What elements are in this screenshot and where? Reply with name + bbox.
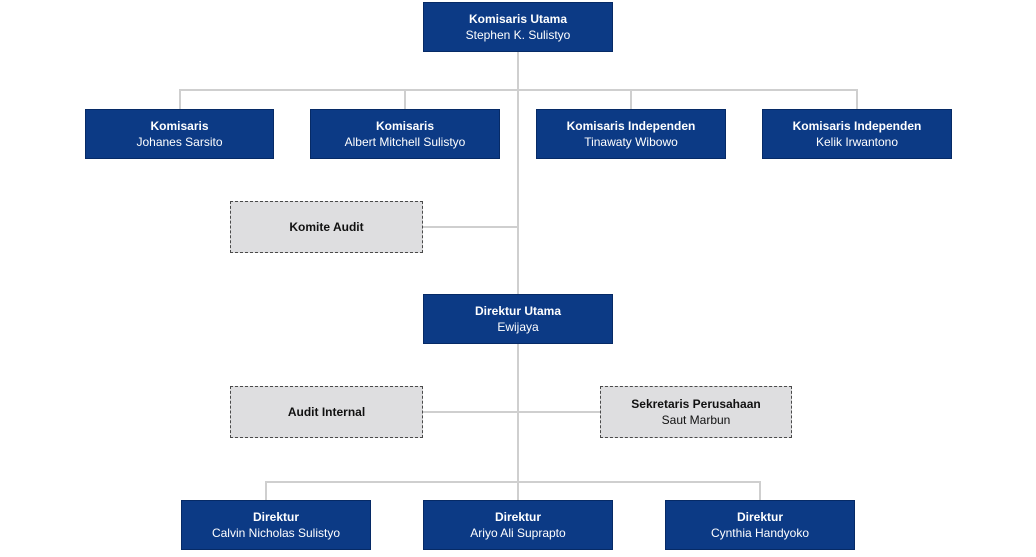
node-audit-internal: Audit Internal <box>230 386 423 438</box>
node-title: Audit Internal <box>287 405 366 419</box>
node-komisaris-1: Komisaris Johanes Sarsito <box>85 109 274 159</box>
node-komisaris-2: Komisaris Albert Mitchell Sulistyo <box>310 109 500 159</box>
node-direktur-1: Direktur Calvin Nicholas Sulistyo <box>181 500 371 550</box>
node-direktur-3: Direktur Cynthia Handyoko <box>665 500 855 550</box>
connector-direktur-1 <box>265 481 267 500</box>
node-sekretaris-perusahaan: Sekretaris Perusahaan Saut Marbun <box>600 386 792 438</box>
node-title: Direktur <box>494 510 541 524</box>
node-direktur-utama: Direktur Utama Ewijaya <box>423 294 613 344</box>
node-title: Direktur <box>252 510 299 524</box>
connector-main-trunk <box>517 51 519 500</box>
node-title: Sekretaris Perusahaan <box>631 397 761 411</box>
node-direktur-2: Direktur Ariyo Ali Suprapto <box>423 500 613 550</box>
node-name: Tinawaty Wibowo <box>584 135 678 149</box>
node-title: Komisaris Utama <box>468 12 568 26</box>
connector-komisaris-2 <box>404 89 406 109</box>
node-title: Direktur <box>736 510 783 524</box>
node-komisaris-independen-1: Komisaris Independen Tinawaty Wibowo <box>536 109 726 159</box>
node-komite-audit: Komite Audit <box>230 201 423 253</box>
node-name: Cynthia Handyoko <box>710 526 810 540</box>
node-name: Ewijaya <box>497 320 539 334</box>
node-name: Johanes Sarsito <box>136 135 223 149</box>
node-name: Saut Marbun <box>661 413 731 427</box>
node-title: Direktur Utama <box>474 304 562 318</box>
node-title: Komisaris Independen <box>566 119 696 133</box>
node-komisaris-independen-2: Komisaris Independen Kelik Irwantono <box>762 109 952 159</box>
node-title: Komisaris <box>150 119 209 133</box>
connector-komisaris-bus <box>179 89 858 91</box>
connector-direktur-3 <box>759 481 761 500</box>
node-name: Stephen K. Sulistyo <box>465 28 571 42</box>
connector-komisaris-1 <box>179 89 181 109</box>
connector-direktur-bus <box>265 481 761 483</box>
node-name: Albert Mitchell Sulistyo <box>344 135 466 149</box>
node-komisaris-utama: Komisaris Utama Stephen K. Sulistyo <box>423 2 613 52</box>
node-title: Komisaris <box>375 119 435 133</box>
node-name: Calvin Nicholas Sulistyo <box>211 526 341 540</box>
node-title: Komite Audit <box>289 220 364 234</box>
connector-komisaris-3 <box>630 89 632 109</box>
connector-support-units <box>422 411 601 413</box>
node-name: Kelik Irwantono <box>815 135 899 149</box>
node-name: Ariyo Ali Suprapto <box>470 526 566 540</box>
connector-komisaris-4 <box>856 89 858 109</box>
connector-komite-audit <box>422 226 518 228</box>
node-title: Komisaris Independen <box>792 119 922 133</box>
